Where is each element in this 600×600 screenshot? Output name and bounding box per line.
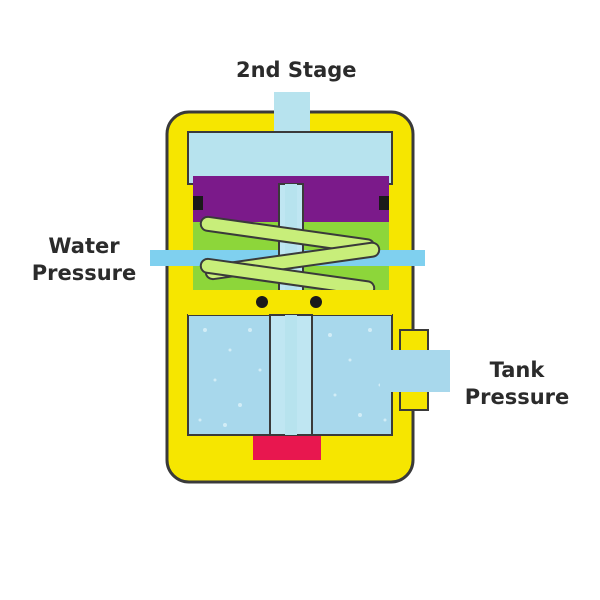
lower-chamber-texture [198, 328, 387, 427]
label-water-pressure: Water Pressure [25, 233, 143, 287]
label-water-pressure-line1: Water [48, 234, 120, 258]
upper-chamber [187, 131, 393, 185]
label-tank-pressure-line1: Tank [489, 358, 545, 382]
tank-pressure-pipe [380, 350, 450, 392]
bottom-seal [253, 436, 321, 460]
label-2nd-stage: 2nd Stage [236, 57, 357, 84]
check-ball-left [256, 296, 268, 308]
label-tank-pressure: Tank Pressure [458, 357, 576, 411]
separator-band [188, 290, 392, 315]
lower-stem-channel [285, 315, 297, 435]
spring-coils [199, 215, 381, 297]
piston-notch-right [379, 196, 389, 210]
piston-top-bar [193, 176, 389, 188]
label-tank-pressure-line2: Pressure [464, 385, 570, 409]
check-ball-right [310, 296, 322, 308]
piston-notch-left [193, 196, 203, 210]
label-2nd-stage-text: 2nd Stage [236, 58, 357, 82]
label-water-pressure-line2: Pressure [31, 261, 137, 285]
